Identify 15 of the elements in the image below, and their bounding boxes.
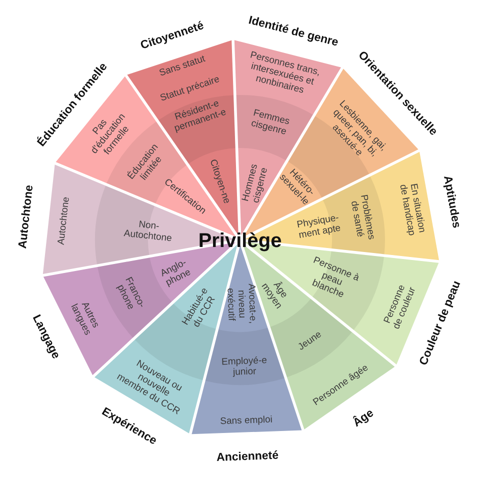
category-label: Problèmes de santé bbox=[348, 194, 377, 240]
category-label: Hommes cisgenre bbox=[240, 162, 270, 204]
category-heading: Ancienneté bbox=[216, 450, 279, 464]
category-heading: Aptitudes bbox=[441, 174, 462, 230]
category-label: Avocat-e, niveau exécutif bbox=[224, 284, 258, 324]
category-label: Autochtone bbox=[56, 196, 72, 246]
category-heading: Âge bbox=[351, 407, 376, 430]
category-label: Physique- ment apte bbox=[296, 212, 342, 242]
category-label: Non- Autochtone bbox=[123, 219, 172, 244]
category-label: Sans emploi bbox=[220, 414, 273, 428]
center-label: Privilège bbox=[198, 230, 282, 252]
category-label: En situation de handicap bbox=[397, 182, 428, 236]
category-heading: Identité de genre bbox=[247, 14, 340, 50]
category-heading: Autochtone bbox=[16, 184, 36, 250]
category-label: Sans statut bbox=[158, 53, 207, 79]
